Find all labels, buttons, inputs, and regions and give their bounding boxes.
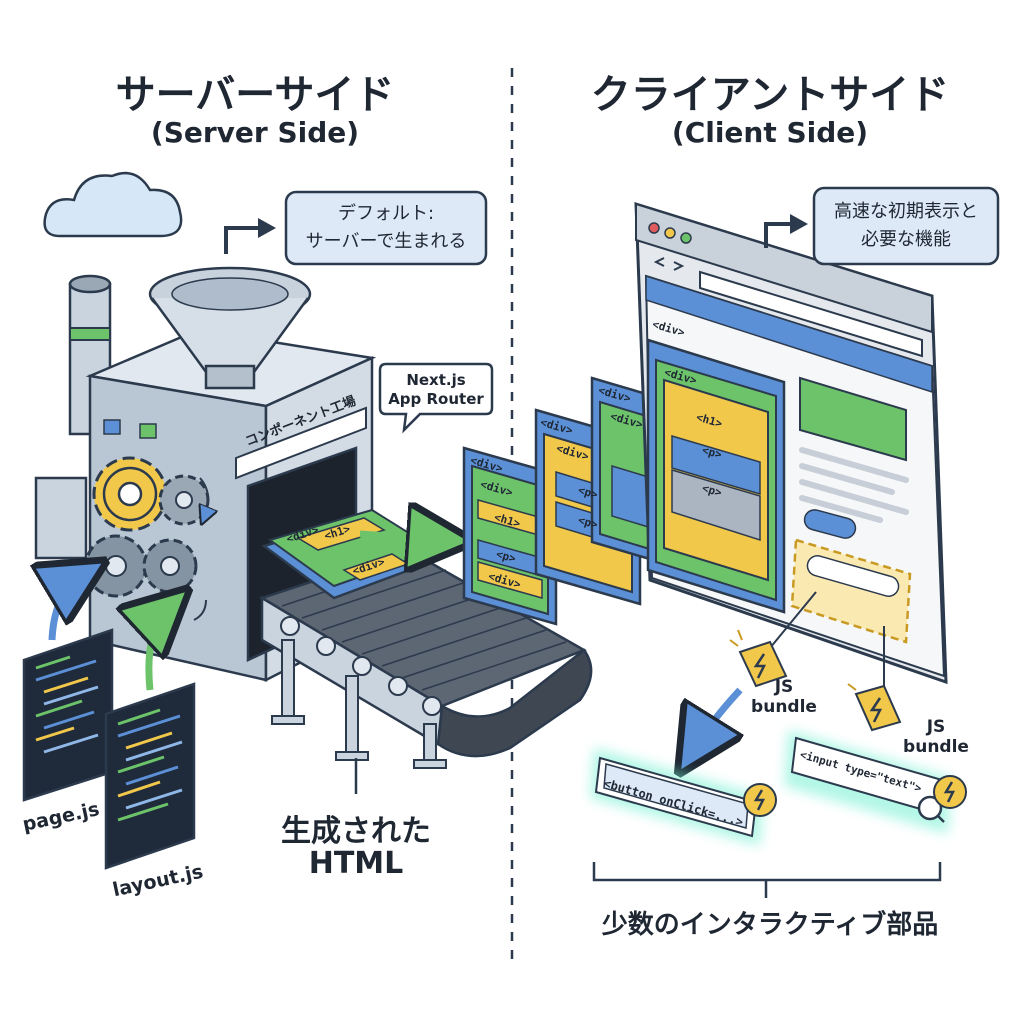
client-title: クライアントサイド [590,72,950,118]
client-callout-line1: 高速な初期表示と [834,201,978,222]
output-label-line2: HTML [308,846,404,881]
page-file-arrow [52,574,84,641]
layout-file-arrow [149,606,170,691]
gear-icon [158,474,210,526]
back-icon[interactable] [653,257,665,267]
bundle-label-line1: JS [774,677,794,697]
gear-icon [142,538,198,594]
router-tag-bubble [378,362,494,434]
search-icon[interactable] [917,795,943,821]
js-bundle-icon [847,683,902,732]
cloud-icon [43,171,183,238]
factory-sign-board [235,406,367,480]
window-zoom-dot[interactable] [680,232,692,244]
bundle-label-line2: bundle [751,697,817,717]
footer-bracket [592,862,942,898]
gear-icon [92,456,168,532]
bundle-label-line2: bundle [903,737,969,757]
conveyor-legs [271,639,447,769]
bundle-label-line1: JS [926,717,946,737]
client-subtitle: (Client Side) [671,116,869,149]
html-layer-4 [646,338,786,614]
flow-arrow [359,534,448,540]
gear-icon [84,534,148,598]
callout-arrow-icon [224,226,262,254]
browser-address-bar[interactable] [699,270,923,358]
callout-arrow-icon [764,222,794,248]
router-tag-line1: Next.js [406,371,466,389]
window-close-dot[interactable] [648,222,660,234]
page-js-file [22,628,114,802]
forward-icon[interactable] [673,261,685,271]
server-callout-line1: デフォルト: [337,203,435,224]
client-footer: 少数のインタラクティブ部品 [601,910,939,940]
conveyor-roller [280,616,442,716]
router-tag-line2: App Router [388,390,484,408]
bundle-to-button-arrow [692,687,740,752]
window-minimize-dot[interactable] [664,227,676,239]
server-callout-box [284,190,488,266]
output-label-line1: 生成された [281,814,431,849]
html-layer-1 [462,446,558,626]
server-callout-line2: サーバーで生まれる [305,231,467,252]
js-bundle-icon [729,629,788,688]
server-title: サーバーサイド [115,72,395,118]
client-callout-line2: 必要な機能 [861,229,951,250]
layout-js-file [104,682,196,870]
server-subtitle: (Server Side) [150,116,360,149]
client-callout-box [812,186,1000,266]
